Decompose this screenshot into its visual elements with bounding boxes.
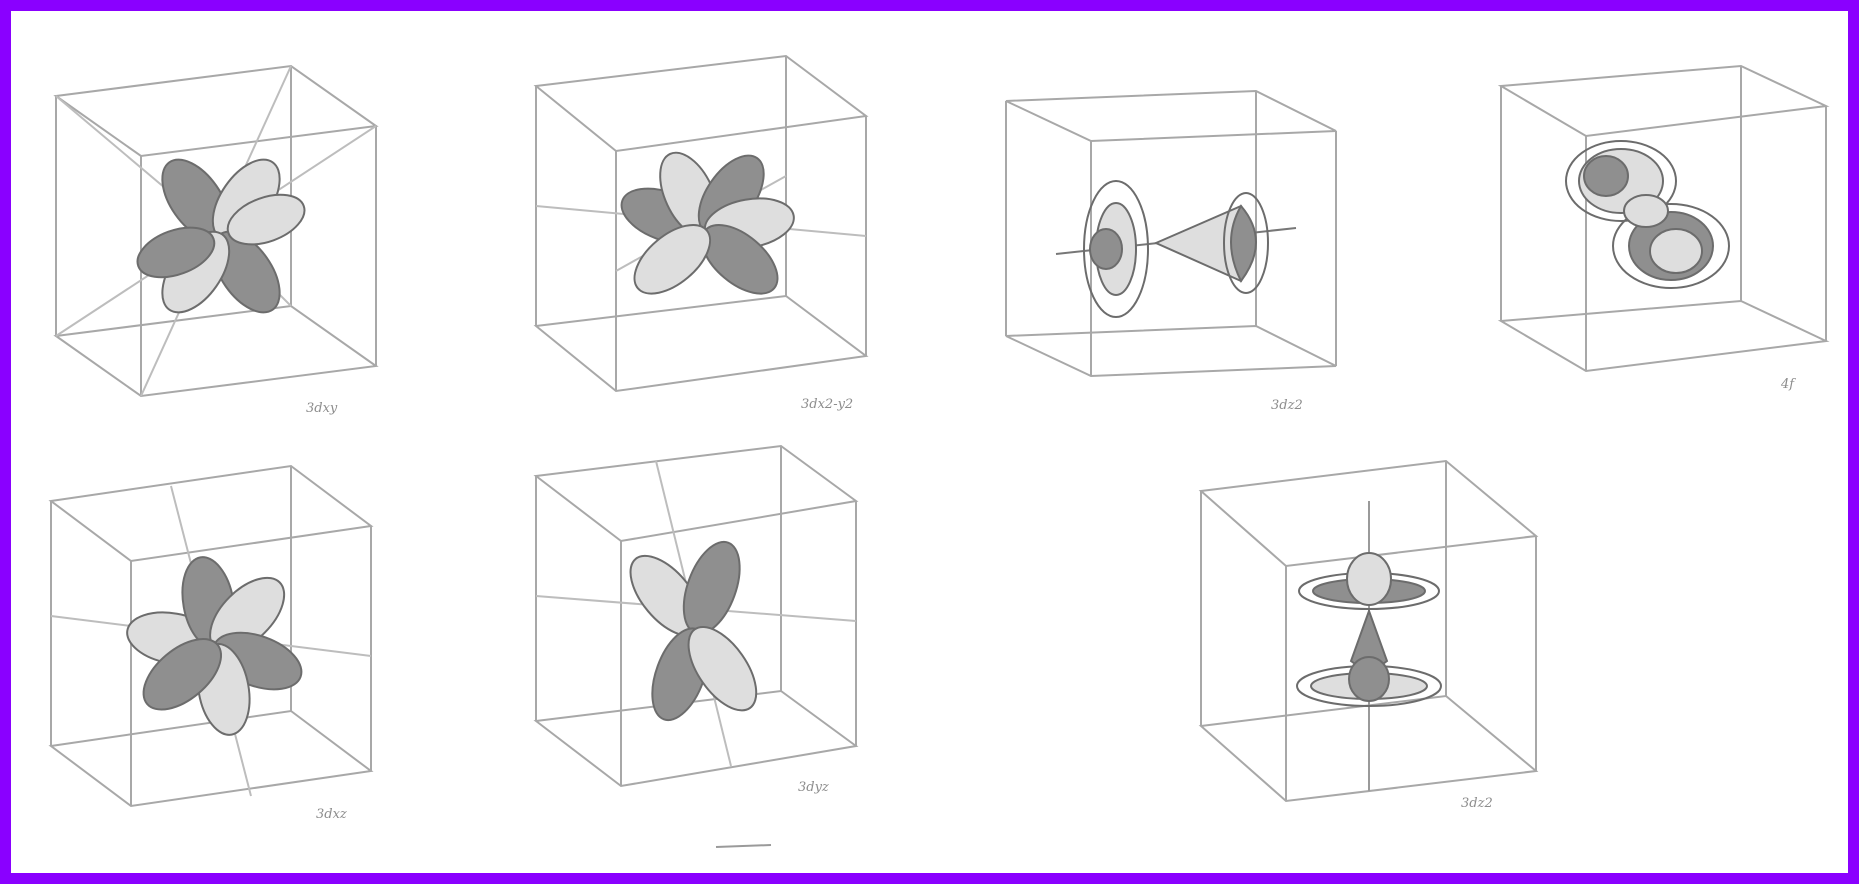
orbital-panel-6: 3dyz [536,446,856,795]
orbital-lobes [617,534,769,727]
orbital-caption: 3dxy [306,401,338,416]
orbital-lobes [123,553,309,739]
orbital-caption: 3dxz [316,807,347,822]
orbital-lobes [1566,141,1729,288]
orbital-panel-2: 3dx2-y2 [536,56,866,412]
orbital-caption: 3dz2 [1461,796,1493,811]
cube-wireframe [1006,91,1336,376]
orbital-lobes [1084,181,1268,317]
orbital-lobes [1297,553,1441,706]
orbital-panel-3: 3dz2 [1006,91,1336,413]
orbital-panel-1: 3dxy [56,66,376,416]
orbital-caption: 3dx2-y2 [801,397,853,412]
orbital-lobes [614,144,798,307]
orbital-caption: 3dyz [798,780,829,795]
orbital-diagram: 3dxy 3dx2-y2 [11,11,1859,895]
orbital-panel-7: 3dz2 [1201,461,1536,811]
orbital-panel-4: 4f [1501,66,1826,392]
orbital-panel-5: 3dxz [51,466,371,822]
orbital-caption: 3dz2 [1271,398,1303,413]
orbital-caption: 4f [1780,377,1796,392]
divider-mark [716,845,771,847]
orbital-lobes [131,148,311,324]
